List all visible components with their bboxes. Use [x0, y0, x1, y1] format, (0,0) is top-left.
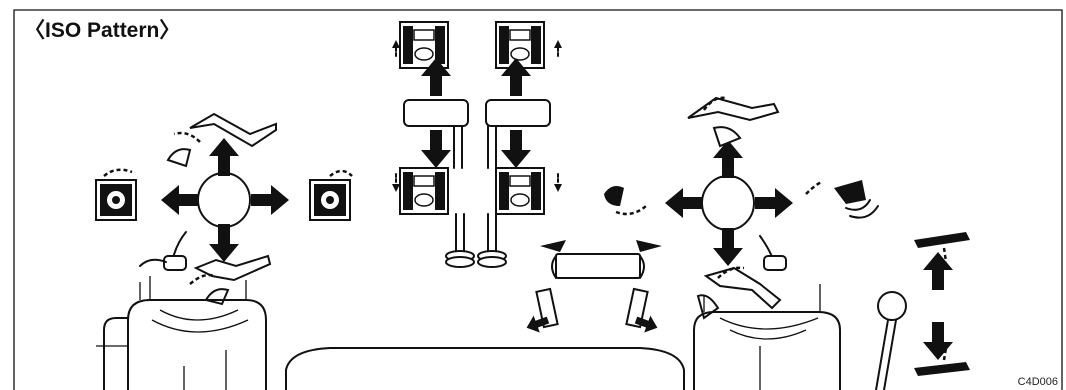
right-arrow-up — [713, 140, 743, 178]
left-track-reverse-icon — [400, 168, 448, 214]
boom-up-icon — [706, 268, 780, 308]
blade-up-arrow — [923, 252, 953, 290]
left-travel-lever-grip — [404, 100, 468, 126]
pedal-group — [523, 240, 662, 336]
right-arrow-down — [713, 228, 743, 266]
right-arrow-right — [755, 188, 793, 218]
blade-down-icon — [914, 362, 970, 376]
blade-up-icon — [914, 232, 970, 248]
left-arrow-up — [209, 138, 239, 176]
blade-down-arrow — [923, 322, 953, 360]
swing-left-icon — [96, 180, 136, 220]
figure-code: C4D006 — [1018, 376, 1058, 388]
left-console — [128, 300, 266, 390]
boom-down-icon — [688, 98, 778, 120]
left-arrow-left — [161, 185, 199, 215]
arm-out-icon — [190, 114, 276, 146]
blade-lever-knob — [878, 292, 906, 320]
right-travel-lever-grip — [486, 100, 550, 126]
travel-lever-group — [392, 22, 562, 267]
left-arrow-down — [209, 224, 239, 262]
pedal-bar — [556, 254, 640, 278]
bucket-dump-icon — [834, 180, 866, 204]
swing-right-icon — [310, 180, 350, 220]
page-title: 〈ISO Pattern〉 — [24, 14, 180, 44]
left-arrow-right — [251, 185, 289, 215]
left-travel-reverse-arrow — [421, 130, 451, 168]
bucket-dig-icon — [604, 186, 624, 206]
left-lever-knob — [198, 173, 250, 227]
right-travel-reverse-arrow — [501, 130, 531, 168]
right-console — [694, 312, 840, 390]
right-lever-group — [604, 98, 970, 390]
right-track-forward-icon — [496, 22, 544, 68]
right-lever-knob — [702, 176, 754, 230]
operator-seat — [286, 348, 684, 390]
right-arrow-left — [665, 188, 703, 218]
left-track-forward-icon — [400, 22, 448, 68]
arm-in-icon — [196, 256, 270, 280]
right-track-reverse-icon — [496, 168, 544, 214]
left-lever-group — [96, 114, 352, 390]
